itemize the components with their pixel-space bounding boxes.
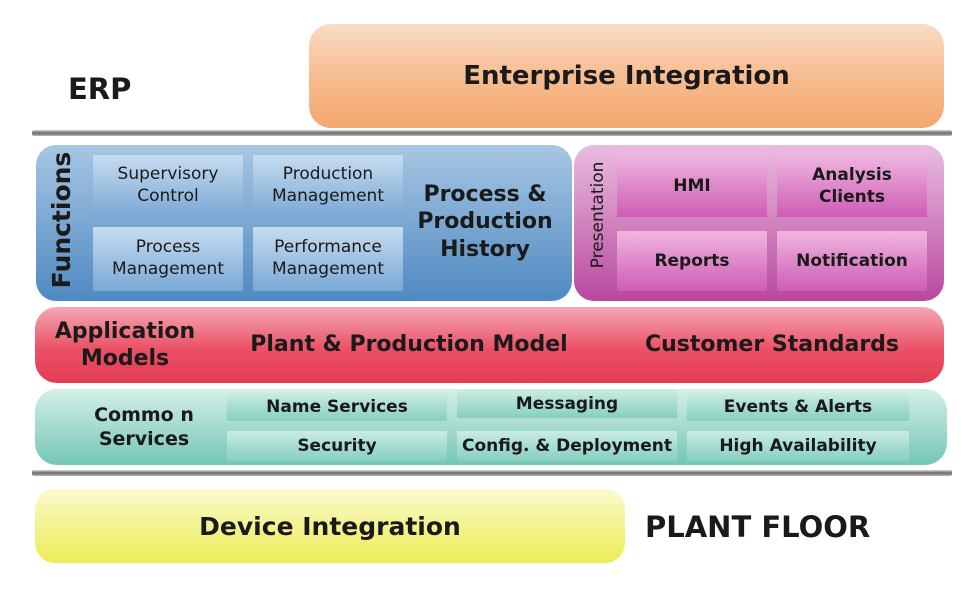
customer-standards-label: Customer Standards bbox=[644, 332, 900, 358]
supervisory-control-label: Supervisory Control bbox=[117, 164, 219, 206]
hmi-block: HMI bbox=[617, 155, 767, 217]
erp-label: ERP bbox=[68, 72, 132, 106]
application-models-label: Application Models bbox=[54, 318, 196, 372]
analysis-clients-label: Analysis Clients bbox=[812, 164, 892, 207]
process-production-history-label: Process & Production History bbox=[417, 181, 553, 262]
config-deployment-label: Config. & Deployment bbox=[461, 436, 673, 456]
process-management-block: Process Management bbox=[93, 227, 243, 291]
security-block: Security bbox=[227, 431, 447, 461]
bottom-divider-rail bbox=[32, 470, 952, 476]
device-integration-block: Device Integration bbox=[35, 489, 625, 563]
high-availability-label: High Availability bbox=[719, 436, 877, 456]
name-services-label: Name Services bbox=[266, 397, 408, 417]
production-management-label: Production Management bbox=[272, 164, 384, 206]
functions-label: Functions bbox=[46, 151, 76, 289]
performance-management-label: Performance Management bbox=[272, 237, 384, 279]
process-management-label: Process Management bbox=[112, 237, 224, 279]
events-alerts-block: Events & Alerts bbox=[687, 393, 909, 421]
top-divider-rail bbox=[32, 130, 952, 136]
application-models-block: Application Models bbox=[45, 310, 205, 380]
plant-floor-label: PLANT FLOOR bbox=[645, 510, 871, 544]
high-availability-block: High Availability bbox=[687, 431, 909, 461]
plant-production-model-label: Plant & Production Model bbox=[250, 332, 568, 358]
notification-block: Notification bbox=[777, 231, 927, 291]
process-production-history-block: Process & Production History bbox=[410, 153, 560, 291]
notification-label: Notification bbox=[796, 250, 908, 271]
events-alerts-label: Events & Alerts bbox=[723, 397, 873, 417]
name-services-block: Name Services bbox=[227, 393, 447, 421]
plant-production-model-block: Plant & Production Model bbox=[228, 310, 590, 380]
messaging-block: Messaging bbox=[457, 390, 677, 418]
messaging-label: Messaging bbox=[515, 394, 619, 414]
config-deployment-block: Config. & Deployment bbox=[457, 431, 677, 461]
device-integration-label: Device Integration bbox=[199, 511, 461, 541]
common-services-label: Commo n Services bbox=[94, 403, 194, 450]
presentation-label: Presentation bbox=[588, 161, 608, 269]
analysis-clients-block: Analysis Clients bbox=[777, 155, 927, 217]
performance-management-block: Performance Management bbox=[253, 227, 403, 291]
supervisory-control-block: Supervisory Control bbox=[93, 155, 243, 217]
reports-block: Reports bbox=[617, 231, 767, 291]
production-management-block: Production Management bbox=[253, 155, 403, 217]
reports-label: Reports bbox=[654, 250, 730, 271]
enterprise-integration-label: Enterprise Integration bbox=[463, 61, 790, 91]
hmi-label: HMI bbox=[673, 175, 711, 196]
application-models-panel bbox=[35, 307, 944, 383]
customer-standards-block: Customer Standards bbox=[596, 310, 948, 380]
security-label: Security bbox=[297, 436, 377, 456]
enterprise-integration-block: Enterprise Integration bbox=[309, 24, 944, 128]
